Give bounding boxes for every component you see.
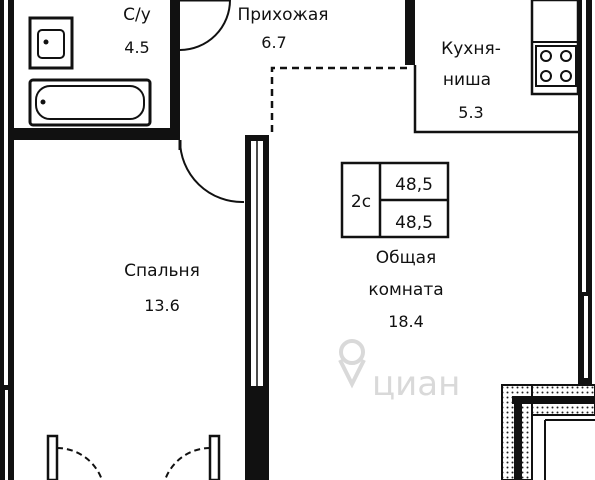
apartment-info-box: 2с 48,5 48,5 bbox=[340, 161, 450, 239]
apartment-type: 2с bbox=[351, 192, 371, 212]
room-labels: С/у 4.5 Прихожая 6.7 Кухня- ниша 5.3 Спа… bbox=[123, 5, 501, 331]
watermark: циан bbox=[338, 339, 460, 404]
zone-boundary bbox=[270, 66, 410, 132]
bedroom-door bbox=[178, 139, 245, 204]
kitchen-block bbox=[405, 0, 580, 134]
kitchen-label-2: ниша bbox=[443, 70, 491, 90]
hallway-label: Прихожая bbox=[237, 5, 328, 25]
bathroom-block bbox=[14, 0, 180, 140]
bathroom-area: 4.5 bbox=[124, 38, 149, 57]
apartment-area-top: 48,5 bbox=[395, 175, 433, 195]
watermark-text: циан bbox=[372, 364, 460, 404]
apartment-area-bottom: 48,5 bbox=[395, 213, 433, 233]
kitchen-area: 5.3 bbox=[458, 103, 483, 122]
bottom-doors bbox=[46, 434, 221, 480]
map-pin-icon bbox=[338, 339, 366, 389]
right-window bbox=[580, 292, 592, 382]
hallway-door bbox=[179, 0, 231, 51]
bedroom-label: Спальня bbox=[124, 261, 200, 281]
balcony-structure bbox=[501, 384, 595, 480]
bathroom-label: С/у bbox=[123, 5, 151, 25]
living-label-2: комната bbox=[368, 280, 443, 300]
living-area: 18.4 bbox=[388, 312, 424, 331]
kitchen-label-1: Кухня- bbox=[441, 39, 501, 59]
bedroom-area: 13.6 bbox=[144, 296, 180, 315]
partition-wall bbox=[245, 135, 269, 480]
hallway-area: 6.7 bbox=[261, 33, 286, 52]
living-label-1: Общая bbox=[376, 248, 437, 268]
